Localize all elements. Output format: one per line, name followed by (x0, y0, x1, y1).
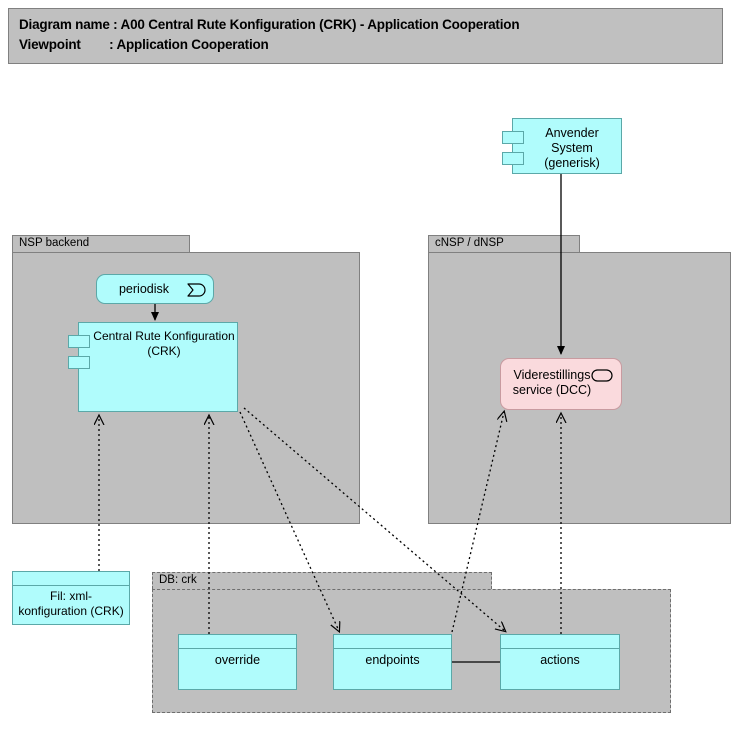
periodisk-event[interactable]: periodisk (96, 274, 214, 304)
crk-label: Central Rute Konfiguration (CRK) (93, 329, 235, 358)
dataobject-band (334, 635, 451, 649)
component-port-icon (68, 335, 90, 348)
event-icon (187, 283, 206, 297)
group-cnsp-dnsp-label: cNSP / dNSP (435, 237, 504, 249)
dataobject-band (179, 635, 296, 649)
component-port-icon (502, 131, 524, 144)
actions-label: actions (540, 653, 580, 667)
diagram-title-banner: Diagram name : A00 Central Rute Konfigur… (8, 8, 723, 64)
dataobject-band (13, 572, 129, 586)
actions-dataobject[interactable]: actions (500, 634, 620, 690)
component-port-icon (68, 356, 90, 369)
viderestillings-service-dcc[interactable]: Viderestillings service (DCC) (500, 358, 622, 410)
anvender-system-label: Anvender System (generisk) (544, 126, 600, 170)
override-dataobject[interactable]: override (178, 634, 297, 690)
group-db-crk-label: DB: crk (159, 574, 197, 586)
group-nsp-backend-tab: NSP backend (12, 235, 190, 252)
central-rute-konfiguration-component[interactable]: Central Rute Konfiguration (CRK) (68, 322, 238, 412)
component-port-icon (502, 152, 524, 165)
override-label: override (214, 653, 261, 667)
fil-xml-konfiguration-dataobject[interactable]: Fil: xml- konfiguration (CRK) (12, 571, 130, 625)
fil-xml-label: Fil: xml- konfiguration (CRK) (18, 589, 124, 618)
dcc-label: Viderestillings service (DCC) (512, 368, 592, 397)
diagram-name-line: Diagram name : A00 Central Rute Konfigur… (19, 17, 520, 32)
group-nsp-backend-label: NSP backend (19, 237, 90, 249)
anvender-system-component[interactable]: Anvender System (generisk) (502, 118, 622, 174)
group-db-crk-tab: DB: crk (152, 572, 492, 589)
periodisk-label: periodisk (118, 282, 170, 296)
group-cnsp-dnsp-tab: cNSP / dNSP (428, 235, 580, 252)
dataobject-band (501, 635, 619, 649)
service-icon (591, 369, 613, 382)
endpoints-label: endpoints (365, 653, 420, 667)
endpoints-dataobject[interactable]: endpoints (333, 634, 452, 690)
viewpoint-line: Viewpoint : Application Cooperation (19, 37, 269, 52)
